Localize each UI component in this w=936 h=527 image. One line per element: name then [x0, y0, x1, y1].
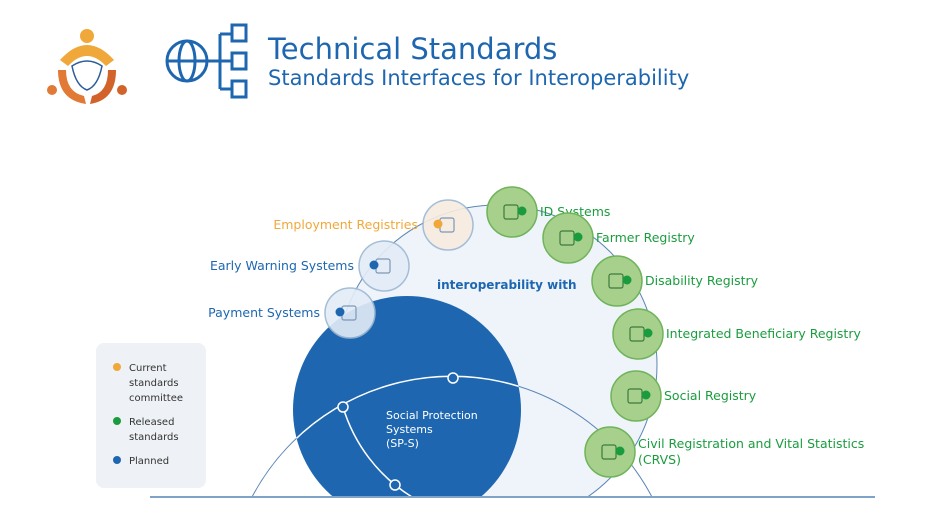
node-8 [324, 287, 376, 339]
center-label-1: Social Protection [386, 409, 478, 422]
center-label-3: (SP-S) [386, 437, 419, 450]
globe-hierarchy-icon [165, 23, 248, 99]
legend-text: standards [129, 432, 179, 443]
legend-text: standards [129, 378, 179, 389]
node-label: Payment Systems [208, 305, 320, 320]
node-1 [486, 186, 538, 238]
node-label-2: (CRVS) [638, 452, 681, 467]
node-label: Social Registry [664, 388, 757, 403]
node-label: Civil Registration and Vital Statistics [638, 436, 864, 451]
node-4 [612, 308, 664, 360]
page-title: Technical Standards [267, 32, 557, 66]
ring-label: interoperability with [437, 278, 577, 292]
node-3 [591, 255, 643, 307]
node-label: Integrated Beneficiary Registry [666, 326, 861, 341]
node-label: Early Warning Systems [210, 258, 354, 273]
legend-box [96, 343, 206, 488]
legend-dot-released [113, 417, 121, 425]
center-label-2: Systems [386, 423, 433, 436]
node-0 [422, 199, 474, 251]
social-protection-circle [293, 296, 521, 497]
node-7 [358, 240, 410, 292]
status-dot [369, 260, 379, 270]
status-dot [517, 206, 527, 216]
status-dot [641, 390, 651, 400]
logo-icon [47, 29, 127, 104]
legend-text: Planned [129, 456, 169, 467]
status-dot [433, 219, 443, 229]
status-dot [615, 446, 625, 456]
node-5 [610, 370, 662, 422]
node-label: Farmer Registry [596, 230, 695, 245]
legend-dot-current [113, 363, 121, 371]
node-label: Employment Registries [273, 217, 418, 232]
ring-arc-inner [342, 406, 413, 498]
legend-text: Current [129, 363, 167, 374]
node-6 [584, 426, 636, 478]
node-label: Disability Registry [645, 273, 759, 288]
status-dot [335, 307, 345, 317]
legend-text: Released [129, 417, 174, 428]
page-subtitle: Standards Interfaces for Interoperabilit… [268, 66, 689, 90]
status-dot [643, 328, 653, 338]
status-dot [573, 232, 583, 242]
node-2 [542, 212, 594, 264]
legend-dot-planned [113, 456, 121, 464]
legend-text: committee [129, 393, 183, 404]
status-dot [622, 275, 632, 285]
intersection-markers [337, 372, 459, 491]
